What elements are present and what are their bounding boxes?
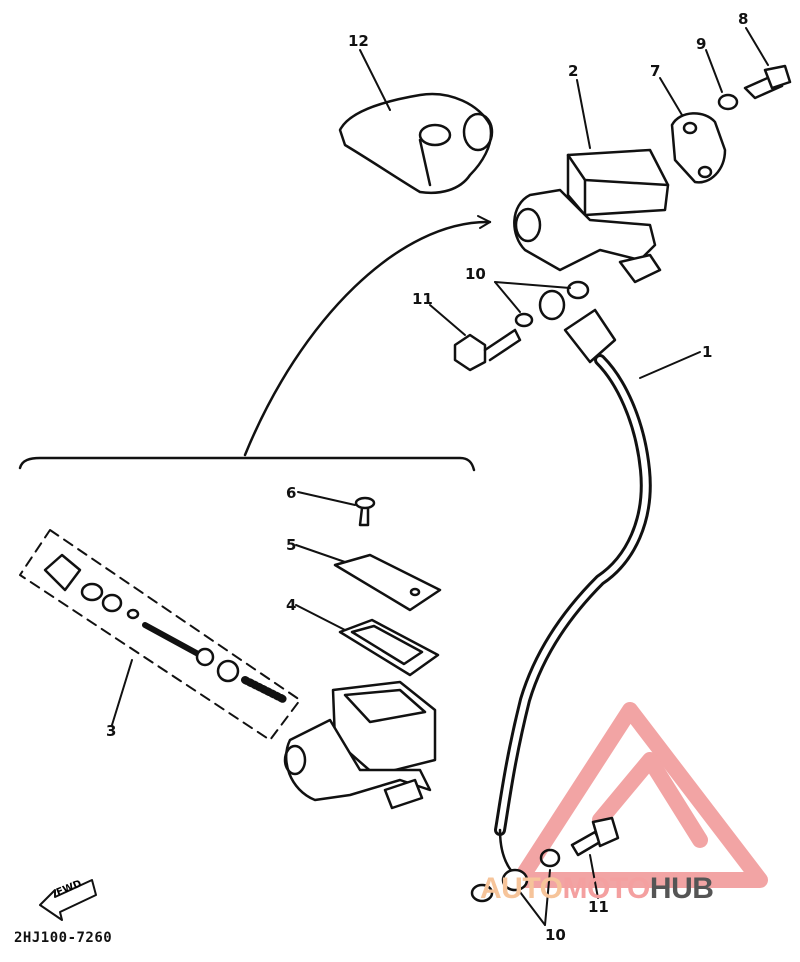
watermark-moto: MOTO bbox=[562, 872, 650, 905]
part-10-washer-upper bbox=[566, 280, 590, 300]
part-2-master-cylinder bbox=[513, 148, 670, 284]
watermark-auto: AUTO bbox=[480, 872, 563, 905]
part-10-washer-mid bbox=[514, 312, 534, 328]
callout-11-lower: 11 bbox=[588, 898, 609, 916]
part-5-cap bbox=[333, 553, 442, 612]
callout-11-upper: 11 bbox=[412, 290, 433, 308]
part-3-piston-components bbox=[43, 553, 289, 704]
fwd-arrow-icon bbox=[39, 879, 97, 921]
watermark-text: AUTOMOTOHUB bbox=[480, 872, 714, 906]
callout-8: 8 bbox=[738, 10, 749, 28]
part-3-piston-kit bbox=[19, 529, 301, 741]
callout-12: 12 bbox=[348, 32, 369, 50]
callout-3: 3 bbox=[106, 722, 117, 740]
part-9-washer bbox=[717, 93, 739, 111]
callout-10-lower: 10 bbox=[545, 926, 566, 944]
part-10-washer-lower-b bbox=[539, 848, 561, 868]
callout-10-upper: 10 bbox=[465, 265, 486, 283]
watermark-hub: HUB bbox=[649, 872, 714, 905]
part-11-bolt-upper bbox=[453, 328, 522, 372]
callout-5: 5 bbox=[286, 536, 297, 554]
watermark-logo bbox=[512, 702, 768, 888]
callout-4: 4 bbox=[286, 596, 297, 614]
master-cylinder-body-detail bbox=[283, 680, 437, 810]
callout-9: 9 bbox=[696, 35, 707, 53]
part-11-bolt-lower bbox=[570, 816, 620, 857]
part-1-brake-hose bbox=[494, 289, 652, 892]
part-12-boot bbox=[338, 92, 494, 194]
part-4-diaphragm bbox=[338, 618, 440, 677]
callout-1: 1 bbox=[702, 343, 713, 361]
part-code: 2HJ100-7260 bbox=[14, 930, 113, 946]
part-7-clamp bbox=[670, 112, 727, 184]
part-8-bolt bbox=[743, 64, 792, 100]
part-6-screw bbox=[354, 496, 376, 527]
part-10-washer-lower-a bbox=[470, 883, 494, 903]
callout-7: 7 bbox=[650, 62, 661, 80]
callout-2: 2 bbox=[568, 62, 579, 80]
callout-6: 6 bbox=[286, 484, 297, 502]
